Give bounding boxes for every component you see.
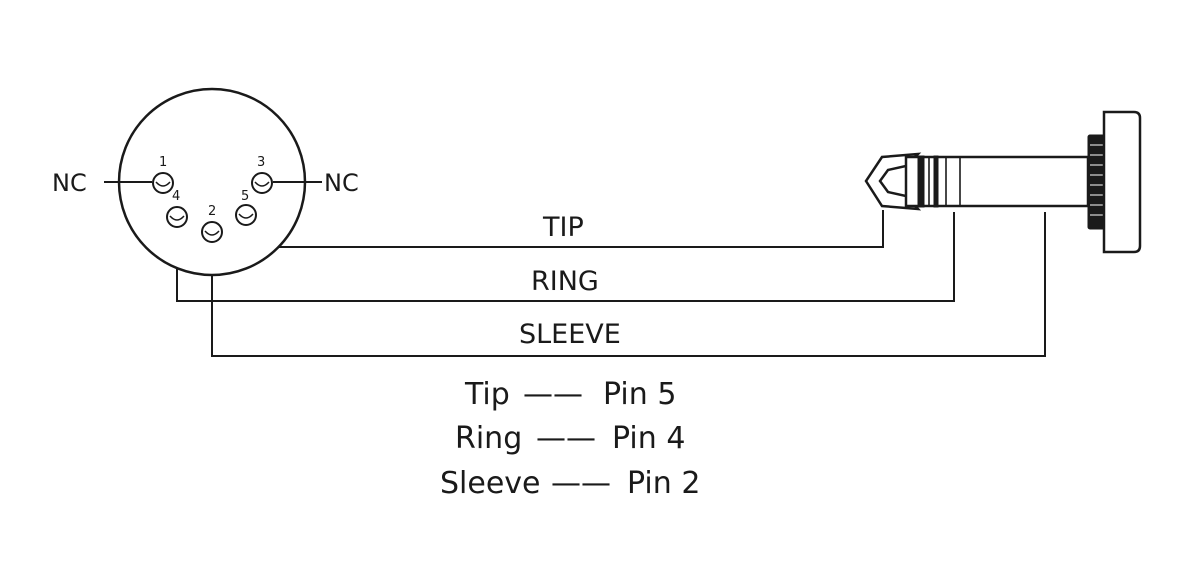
pin-4: 4 — [166, 189, 188, 228]
plug-handle — [1102, 110, 1142, 254]
pin-2-number: 2 — [208, 204, 216, 219]
pin-2: 2 — [201, 204, 223, 243]
nc-label-right: NC — [324, 169, 359, 197]
pin-4-number: 4 — [172, 189, 180, 204]
mapping-pin-sleeve: Pin 2 — [627, 466, 700, 501]
plug-collar-knurl — [1090, 144, 1104, 216]
pin-5-number: 5 — [241, 189, 249, 204]
mapping-pin-tip: Pin 5 — [603, 377, 676, 412]
mapping-dash-tip: —— — [523, 377, 583, 412]
plug-insulator-2 — [933, 155, 939, 208]
mapping-name-tip: Tip — [464, 377, 510, 412]
sleeve-wire-label: SLEEVE — [519, 319, 621, 350]
pin-3: 3 — [251, 155, 273, 194]
mapping-dash-sleeve: —— — [551, 466, 611, 501]
pin-1: 1 — [152, 155, 174, 194]
pin-3-number: 3 — [257, 155, 265, 170]
pin-mapping: Tip —— Pin 5 Ring —— Pin 4 Sleeve —— Pin… — [440, 377, 700, 501]
plug-insulator-1 — [917, 155, 925, 208]
tip-wire-label: TIP — [542, 212, 584, 243]
din-connector: NC NC 1 3 4 5 2 — [52, 87, 359, 277]
ring-wire-label: RING — [531, 266, 599, 297]
pin-1-number: 1 — [159, 155, 167, 170]
sleeve-wire — [211, 212, 1046, 357]
mapping-row-tip: Tip —— Pin 5 — [464, 377, 676, 412]
mapping-row-sleeve: Sleeve —— Pin 2 — [440, 466, 700, 501]
trs-plug — [864, 110, 1142, 254]
mapping-pin-ring: Pin 4 — [612, 421, 685, 456]
mapping-name-sleeve: Sleeve — [440, 466, 541, 501]
nc-label-left: NC — [52, 169, 87, 197]
mapping-name-ring: Ring — [455, 421, 522, 456]
mapping-dash-ring: —— — [536, 421, 596, 456]
mapping-row-ring: Ring —— Pin 4 — [455, 421, 685, 456]
plug-barrel — [904, 155, 1090, 208]
pin-5: 5 — [235, 189, 257, 226]
